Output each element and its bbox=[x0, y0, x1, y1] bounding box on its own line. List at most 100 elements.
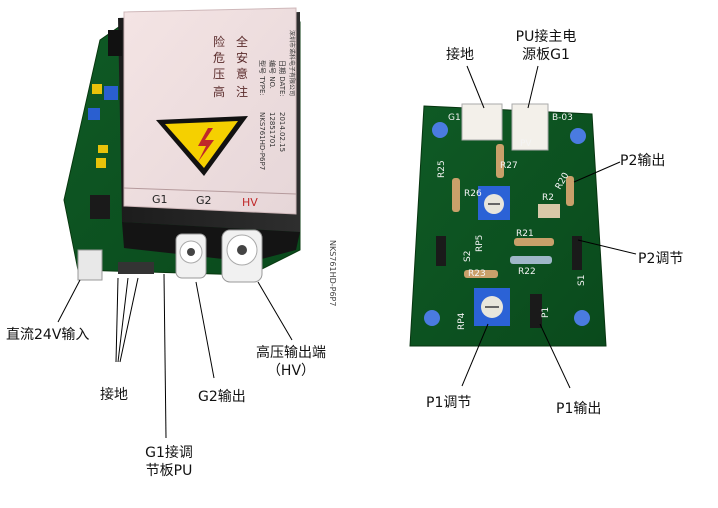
callout-pu-line2: 源板G1 bbox=[522, 47, 570, 63]
hv-cable-gland bbox=[221, 229, 263, 283]
resistor-r27 bbox=[496, 144, 504, 178]
warning-char-3: 危 bbox=[213, 51, 225, 65]
leader-g1-pu bbox=[163, 273, 167, 439]
mount-hole-bl bbox=[424, 310, 440, 326]
g2-cable-gland bbox=[175, 233, 207, 279]
leader-ground-1 bbox=[115, 277, 119, 363]
label-spec-text: NKS761HD-P6P7 12851701 2014.02.15 型号 TYP… bbox=[258, 30, 296, 170]
pu-connector bbox=[511, 103, 549, 151]
silk-r25: R25 bbox=[437, 160, 447, 178]
silk-p1: P1 bbox=[541, 307, 551, 318]
silk-rp4: RP4 bbox=[457, 312, 467, 330]
rp5-trimmer bbox=[478, 186, 510, 220]
dc-connector bbox=[77, 249, 103, 281]
mount-hole-br bbox=[574, 310, 590, 326]
leader-hv bbox=[257, 281, 293, 341]
label-no-value: 12851701 bbox=[268, 112, 276, 148]
right-adjust-board: G1 B-03 PV R27 R25 R26 R2 R20 RP5 R21 R2… bbox=[409, 65, 637, 389]
label-type-value: NKS761HD-P6P7 bbox=[258, 112, 266, 170]
warning-text: 高 压 危 险 注 意 安 全 bbox=[213, 34, 248, 99]
ground-connector bbox=[461, 103, 503, 141]
callout-left-ground: 接地 bbox=[100, 387, 128, 403]
terminal-hv: HV bbox=[242, 196, 258, 209]
callout-dc-input: 直流24V输入 bbox=[6, 327, 90, 343]
leader-ground-3 bbox=[119, 277, 139, 363]
right-leader-lines bbox=[461, 65, 637, 389]
blue-trimmer bbox=[104, 86, 118, 100]
warning-char-4: 险 bbox=[213, 34, 225, 49]
silk-pv: PV bbox=[520, 139, 532, 149]
callout-g1-pu: G1接调 节板PU bbox=[134, 444, 204, 480]
black-component bbox=[90, 195, 110, 219]
callout-hv-output: 高压输出端 （HV） bbox=[246, 344, 336, 380]
silk-r23: R23 bbox=[468, 269, 486, 279]
terminal-g1: G1 bbox=[152, 193, 168, 206]
silk-r21: R21 bbox=[516, 229, 534, 239]
yellow-cap-2 bbox=[96, 158, 106, 168]
safety-char-2: 意 bbox=[236, 66, 248, 81]
callout-hv-output-line2: （HV） bbox=[266, 363, 316, 379]
jumper-p1 bbox=[530, 294, 542, 328]
warning-char-1: 高 bbox=[213, 84, 225, 99]
mount-hole-tr bbox=[570, 128, 586, 144]
silk-r2: R2 bbox=[542, 193, 554, 203]
warning-char-2: 压 bbox=[213, 67, 225, 81]
leader-p1-out bbox=[539, 323, 571, 389]
leader-dc-input bbox=[57, 279, 81, 323]
label-maker: 深圳市诺科电子有限公司 bbox=[288, 30, 296, 96]
silk-s1: S1 bbox=[577, 275, 587, 286]
callout-g1-pu-line2: 节板PU bbox=[145, 463, 193, 479]
leader-pu bbox=[527, 65, 539, 109]
leader-g2 bbox=[195, 281, 215, 379]
resistor-r23 bbox=[464, 270, 498, 278]
resistor-r21 bbox=[514, 238, 554, 246]
resistor-r20 bbox=[566, 176, 574, 206]
silk-r22: R22 bbox=[518, 267, 536, 277]
silk-g1: G1 bbox=[448, 113, 461, 123]
leader-p2-adjust bbox=[577, 239, 637, 255]
jumper-s2 bbox=[436, 236, 446, 266]
callout-p1-output: P1输出 bbox=[556, 401, 602, 417]
jumper-s1 bbox=[572, 236, 582, 270]
safety-char-4: 全 bbox=[236, 34, 248, 49]
callout-right-ground: 接地 bbox=[446, 47, 474, 63]
mount-hole-tl bbox=[432, 122, 448, 138]
label-type: NKS761HD-P6P7 bbox=[328, 240, 337, 306]
callout-pu-line1: PU接主电 bbox=[515, 29, 577, 45]
label-no-caption: 编号 NO. bbox=[268, 60, 277, 89]
label-date-value: 2014.02.15 bbox=[278, 112, 286, 152]
left-leader-lines bbox=[57, 273, 293, 439]
silk-r27: R27 bbox=[500, 161, 518, 171]
warning-label bbox=[123, 7, 297, 215]
transistor-r2 bbox=[538, 204, 560, 218]
silk-rp5: RP5 bbox=[475, 235, 485, 252]
callout-g1-pu-line1: G1接调 bbox=[145, 445, 193, 461]
silk-b03: B-03 bbox=[552, 113, 573, 123]
ground-pins bbox=[118, 262, 154, 274]
safety-char-1: 注 bbox=[236, 84, 248, 99]
silk-s2: S2 bbox=[463, 251, 473, 262]
callout-p2-adjust: P2调节 bbox=[638, 251, 684, 267]
label-type-caption: 型号 TYPE: bbox=[258, 60, 267, 96]
top-connector bbox=[108, 30, 122, 56]
leader-p1-adjust bbox=[461, 323, 489, 387]
high-voltage-warning-icon bbox=[156, 116, 248, 176]
callout-pu-main-g1: PU接主电 源板G1 bbox=[506, 28, 586, 64]
resistor-r22 bbox=[510, 256, 552, 264]
callout-g2-output: G2输出 bbox=[198, 389, 246, 405]
leader-right-ground bbox=[466, 65, 485, 109]
leader-ground-2 bbox=[117, 277, 129, 363]
left-power-unit: NKS761HD-P6P7 高 压 危 险 注 意 安 全 NKS761HD-P… bbox=[57, 7, 337, 439]
callout-hv-output-line1: 高压输出端 bbox=[256, 345, 326, 361]
blue-trimmer-2 bbox=[88, 108, 100, 120]
label-date-caption: 日期 DATE: bbox=[278, 60, 286, 97]
leader-p2-out bbox=[573, 161, 621, 183]
terminal-g2: G2 bbox=[196, 194, 212, 207]
safety-char-3: 安 bbox=[236, 50, 248, 65]
yellow-cap-1 bbox=[92, 84, 102, 94]
rp4-trimmer bbox=[474, 288, 510, 326]
yellow-cap-3 bbox=[98, 145, 108, 153]
silk-r26: R26 bbox=[464, 189, 482, 199]
callout-p1-adjust: P1调节 bbox=[426, 395, 472, 411]
